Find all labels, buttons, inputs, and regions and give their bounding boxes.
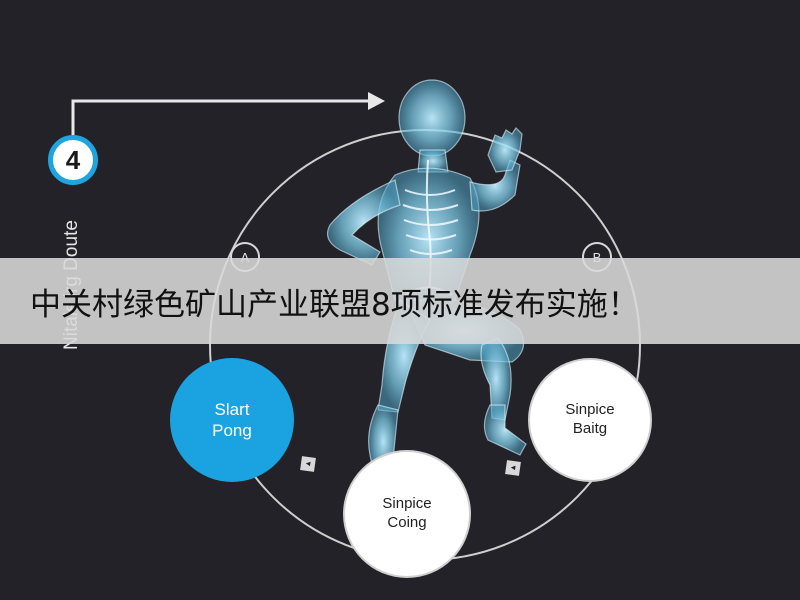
bottom-node-line1: Sinpice — [382, 495, 432, 513]
headline-banner: 中关村绿色矿山产业联盟8项标准发布实施！ — [0, 258, 800, 344]
start-node-line1: Slart — [214, 399, 250, 419]
step-number-badge: 4 — [48, 135, 98, 185]
headline-text: 中关村绿色矿山产业联盟8项标准发布实施！ — [30, 286, 639, 323]
connector-arrow — [71, 99, 372, 135]
right-node-line1: Sinpice — [565, 401, 615, 419]
arrow-head-icon — [368, 92, 385, 110]
start-node-line2: Pong — [212, 421, 252, 440]
bottom-node[interactable]: Sinpice Coing — [345, 452, 469, 576]
right-node-line2: Baitg — [572, 420, 608, 437]
small-marker-right: ◂ — [505, 460, 521, 476]
right-node[interactable]: Sinpice Baitg — [530, 360, 650, 480]
start-node[interactable]: Slart Pong — [170, 358, 294, 482]
small-marker-left: ◂ — [300, 456, 316, 472]
bottom-node-line2: Coing — [387, 514, 427, 531]
